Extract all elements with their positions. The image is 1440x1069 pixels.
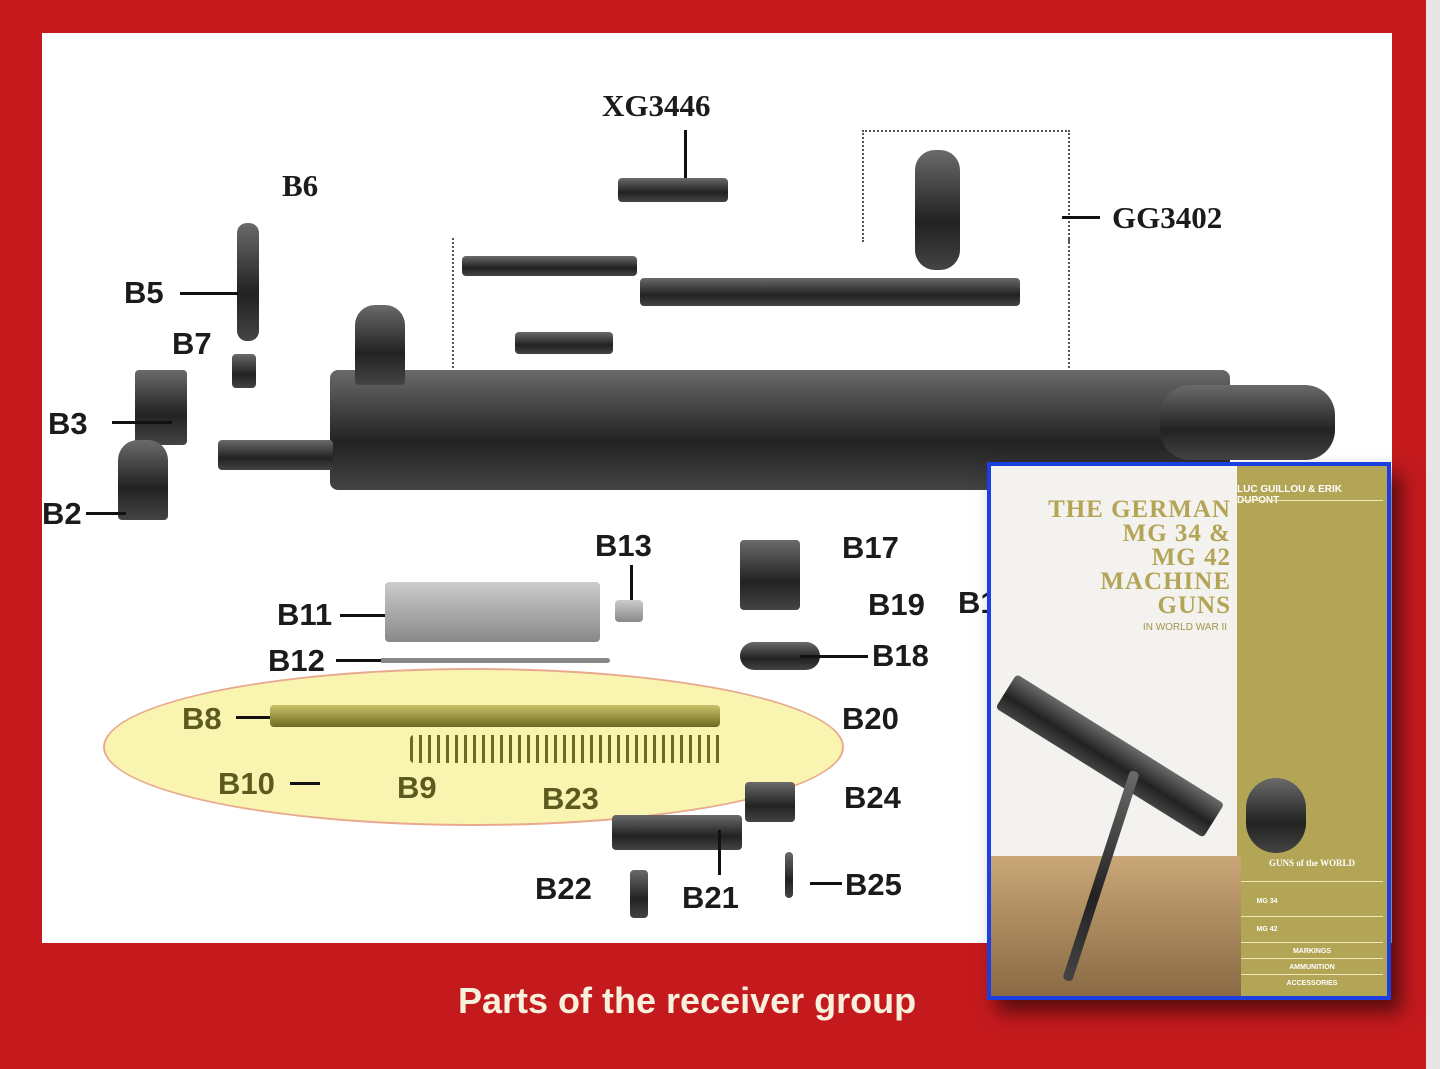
- b3-part: [135, 370, 187, 445]
- caption: Parts of the receiver group: [458, 980, 917, 1021]
- b2-part: [118, 440, 168, 520]
- leader-line: [86, 512, 126, 515]
- divider: [1241, 881, 1383, 882]
- label-b11: B11: [277, 597, 333, 632]
- gg3402-group-box-top: [862, 130, 1070, 242]
- divider: [1241, 942, 1383, 943]
- item-accessories: ACCESSORIES: [1286, 980, 1338, 987]
- leader-line: [800, 655, 868, 658]
- gg3402-lever: [640, 278, 1020, 306]
- b17-part: [740, 540, 800, 610]
- b22-part: [630, 870, 648, 918]
- title-line: GUNS: [1157, 592, 1231, 619]
- b5-part: [237, 223, 259, 341]
- receiver-threaded-end: [218, 440, 333, 470]
- divider: [1241, 974, 1383, 975]
- leader-line: [684, 130, 687, 178]
- title-line: MG 42: [1151, 544, 1231, 571]
- barrel-jacket-end: [1160, 385, 1335, 460]
- leader-line: [180, 292, 238, 295]
- label-b3: B3: [48, 406, 88, 441]
- series-logo: GUNS of the WORLD: [1268, 858, 1356, 868]
- book-cover[interactable]: LUC GUILLOU & ERIK DUPONT GUNS of the WO…: [987, 462, 1391, 1000]
- title-line: MG 34 &: [1122, 520, 1231, 547]
- gg3402-cylinder: [915, 150, 960, 270]
- label-b6: B6: [282, 168, 319, 203]
- item-mg34: MG 34: [1256, 898, 1278, 905]
- book-authors: LUC GUILLOU & ERIK DUPONT: [1237, 484, 1342, 506]
- book-spine: LUC GUILLOU & ERIK DUPONT GUNS of the WO…: [1237, 466, 1387, 996]
- leader-line: [236, 716, 270, 719]
- label-b7: B7: [172, 326, 212, 361]
- book-title: THE GERMAN MG 34 & MG 42 MACHINE GUNS: [1048, 496, 1231, 619]
- label-b25: B25: [845, 867, 902, 902]
- leader-line: [630, 565, 633, 600]
- book-subtitle: IN WORLD WAR II: [1142, 622, 1227, 633]
- label-b23: B23: [542, 781, 599, 816]
- leader-line: [112, 421, 172, 424]
- gg3402-catch: [515, 332, 613, 354]
- b8-rod: [270, 705, 720, 727]
- b25-part: [785, 852, 793, 898]
- cover-photo-drum: [1246, 778, 1306, 853]
- label-b8: B8: [182, 701, 222, 736]
- label-b19: B19: [868, 587, 925, 622]
- cover-photo-ground: [991, 856, 1241, 996]
- divider: [1241, 916, 1383, 917]
- label-b5: B5: [124, 275, 164, 310]
- gg3402-plate: [462, 256, 637, 276]
- item-ammunition: AMMUNITION: [1289, 964, 1335, 971]
- leader-line: [718, 830, 721, 875]
- cover-photo-machine-gun: [995, 674, 1225, 838]
- label-b17: B17: [842, 530, 899, 565]
- label-b21: B21: [682, 880, 739, 915]
- label-b18: B18: [872, 638, 929, 673]
- label-b24: B24: [844, 780, 901, 815]
- leader-line: [810, 882, 842, 885]
- leader-line: [336, 659, 381, 662]
- label-b2: B2: [42, 496, 82, 531]
- label-b12: B12: [268, 643, 325, 678]
- leader-line: [290, 782, 320, 785]
- b13-part: [615, 600, 643, 622]
- divider: [1241, 958, 1383, 959]
- xg3446-part: [618, 178, 728, 202]
- item-mg42: MG 42: [1256, 926, 1278, 933]
- divider: [1241, 500, 1383, 501]
- page-edge: [1426, 0, 1440, 1069]
- b9-spring: [410, 735, 722, 763]
- rear-sight-post: [355, 305, 405, 385]
- leader-line: [1062, 216, 1100, 219]
- leader-line: [340, 614, 385, 617]
- b24-part: [745, 782, 795, 822]
- b11-part: [385, 582, 600, 642]
- label-b20: B20: [842, 701, 899, 736]
- b12-rod: [380, 658, 610, 663]
- label-b13: B13: [595, 528, 652, 563]
- b21-part: [612, 815, 742, 850]
- title-line: MACHINE: [1100, 568, 1231, 595]
- label-gg3402: GG3402: [1112, 200, 1223, 235]
- label-b22: B22: [535, 871, 592, 906]
- b7-spring: [232, 354, 256, 388]
- label-b10: B10: [218, 766, 275, 801]
- label-xg3446: XG3446: [602, 88, 711, 123]
- title-line: THE GERMAN: [1048, 496, 1231, 523]
- item-markings: MARKINGS: [1292, 948, 1332, 955]
- label-b9: B9: [397, 770, 437, 805]
